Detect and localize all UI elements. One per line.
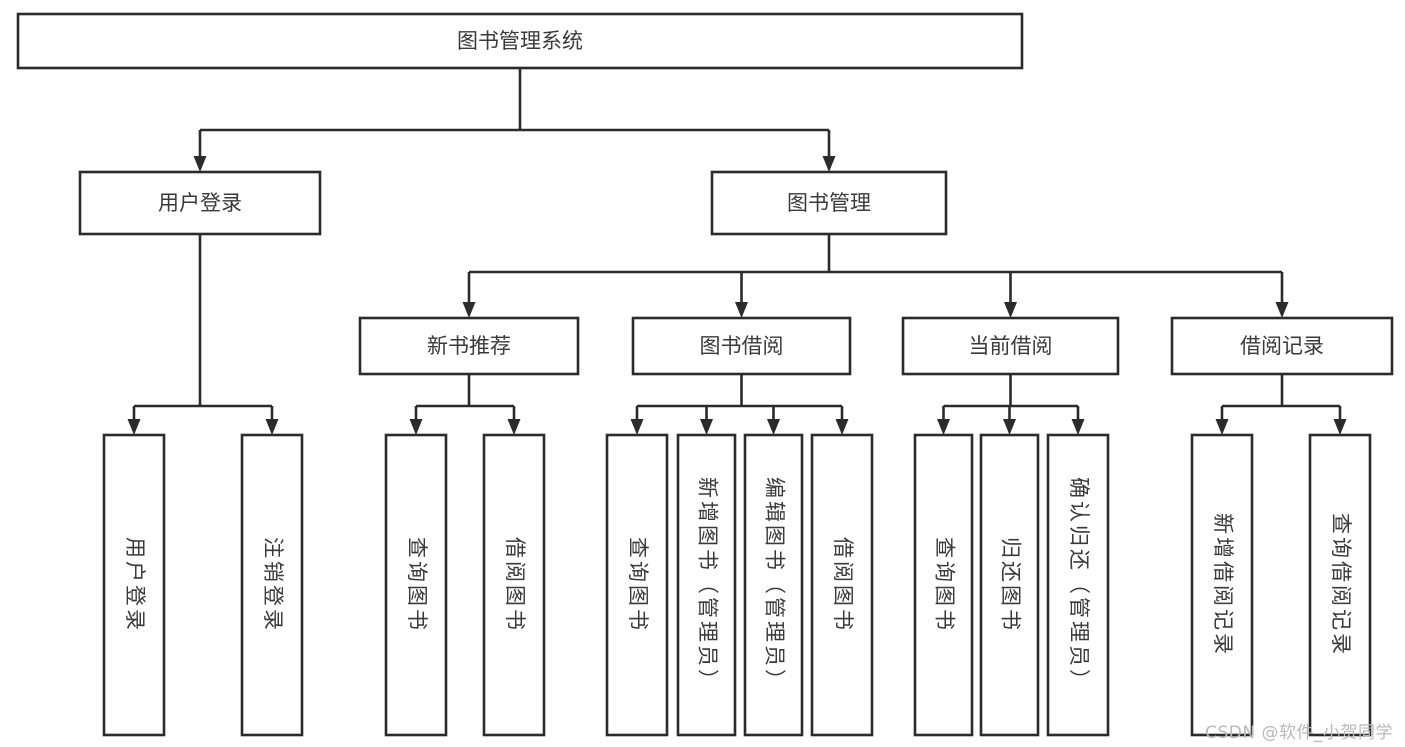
- node-box[interactable]: [384, 433, 448, 737]
- node-label: 新书推荐: [427, 334, 511, 358]
- node-label: 当前借阅: [969, 334, 1053, 358]
- node-label: 编辑图书（管理员）: [763, 477, 787, 693]
- node-box[interactable]: [358, 316, 580, 376]
- node-box[interactable]: [16, 12, 1024, 70]
- node-leaf-re-query[interactable]: 查询借阅记录: [1308, 433, 1372, 737]
- node-box[interactable]: [979, 433, 1040, 737]
- node-label: 用户登录: [158, 191, 242, 215]
- node-box[interactable]: [482, 433, 546, 737]
- node-box[interactable]: [901, 316, 1120, 376]
- node-box[interactable]: [1308, 433, 1372, 737]
- arrow-head: [822, 156, 836, 172]
- node-label: 借阅图书: [503, 537, 527, 633]
- node-box[interactable]: [710, 170, 948, 236]
- node-leaf-user-login[interactable]: 用户登录: [102, 433, 166, 737]
- node-leaf-bo-add[interactable]: 新增图书（管理员）: [676, 433, 737, 737]
- arrow-head: [1275, 302, 1289, 318]
- node-current[interactable]: 当前借阅: [901, 316, 1120, 376]
- node-label: 借阅图书: [831, 537, 855, 633]
- node-box[interactable]: [913, 433, 974, 737]
- arrow-head: [700, 419, 713, 435]
- node-leaf-nb-borrow[interactable]: 借阅图书: [482, 433, 546, 737]
- node-box[interactable]: [676, 433, 737, 737]
- arrow-head: [462, 302, 476, 318]
- node-label: 查询图书: [626, 537, 650, 633]
- arrow-head: [630, 419, 644, 435]
- node-records[interactable]: 借阅记录: [1170, 316, 1394, 376]
- node-label: 查询图书: [405, 537, 429, 633]
- arrow-head: [937, 419, 950, 435]
- node-label: 确认归还（管理员）: [1067, 477, 1091, 693]
- node-box[interactable]: [1190, 433, 1254, 737]
- arrow-head: [767, 419, 780, 435]
- connector-layer: [127, 68, 1347, 435]
- node-leaf-user-logout[interactable]: 注销登录: [240, 433, 304, 737]
- arrow-head: [193, 156, 207, 172]
- arrow-head: [1071, 419, 1085, 435]
- node-box[interactable]: [810, 433, 874, 737]
- node-box[interactable]: [102, 433, 166, 737]
- node-leaf-bo-query[interactable]: 查询图书: [605, 433, 669, 737]
- node-leaf-cu-return[interactable]: 归还图书: [979, 433, 1040, 737]
- node-leaf-bo-borrow[interactable]: 借阅图书: [810, 433, 874, 737]
- node-root[interactable]: 图书管理系统: [16, 12, 1024, 70]
- arrow-head: [1333, 419, 1347, 435]
- arrow-head: [1215, 419, 1229, 435]
- node-newbook[interactable]: 新书推荐: [358, 316, 580, 376]
- node-label: 新增图书（管理员）: [696, 477, 720, 693]
- node-borrow[interactable]: 图书借阅: [631, 316, 852, 376]
- node-label: 新增借阅记录: [1211, 513, 1235, 657]
- arrow-head: [409, 419, 423, 435]
- node-leaf-re-add[interactable]: 新增借阅记录: [1190, 433, 1254, 737]
- node-leaf-nb-query[interactable]: 查询图书: [384, 433, 448, 737]
- node-leaf-cu-query[interactable]: 查询图书: [913, 433, 974, 737]
- arrow-head: [1004, 302, 1017, 318]
- node-label: 图书管理系统: [457, 29, 583, 53]
- node-box[interactable]: [1046, 433, 1110, 737]
- node-box[interactable]: [605, 433, 669, 737]
- node-label: 图书管理: [787, 191, 871, 215]
- node-label: 用户登录: [123, 537, 147, 633]
- node-box[interactable]: [240, 433, 304, 737]
- node-box[interactable]: [631, 316, 852, 376]
- node-label: 归还图书: [999, 537, 1023, 633]
- node-leaf-bo-edit[interactable]: 编辑图书（管理员）: [743, 433, 804, 737]
- node-label: 注销登录: [261, 537, 285, 633]
- node-bookmgmt[interactable]: 图书管理: [710, 170, 948, 236]
- node-label: 借阅记录: [1240, 334, 1324, 358]
- node-box[interactable]: [78, 170, 322, 236]
- node-label: 查询借阅记录: [1329, 513, 1353, 657]
- node-leaf-cu-confirm[interactable]: 确认归还（管理员）: [1046, 433, 1110, 737]
- arrow-head: [735, 302, 748, 318]
- arrow-head: [265, 419, 279, 435]
- node-login[interactable]: 用户登录: [78, 170, 322, 236]
- node-label: 图书借阅: [700, 334, 784, 358]
- node-box[interactable]: [1170, 316, 1394, 376]
- arrow-head: [835, 419, 849, 435]
- arrow-head: [127, 419, 141, 435]
- arrow-head: [1003, 419, 1016, 435]
- node-layer: 图书管理系统用户登录图书管理新书推荐图书借阅当前借阅借阅记录用户登录注销登录查询…: [16, 12, 1394, 737]
- node-box[interactable]: [743, 433, 804, 737]
- node-label: 查询图书: [933, 537, 957, 633]
- arrow-head: [507, 419, 521, 435]
